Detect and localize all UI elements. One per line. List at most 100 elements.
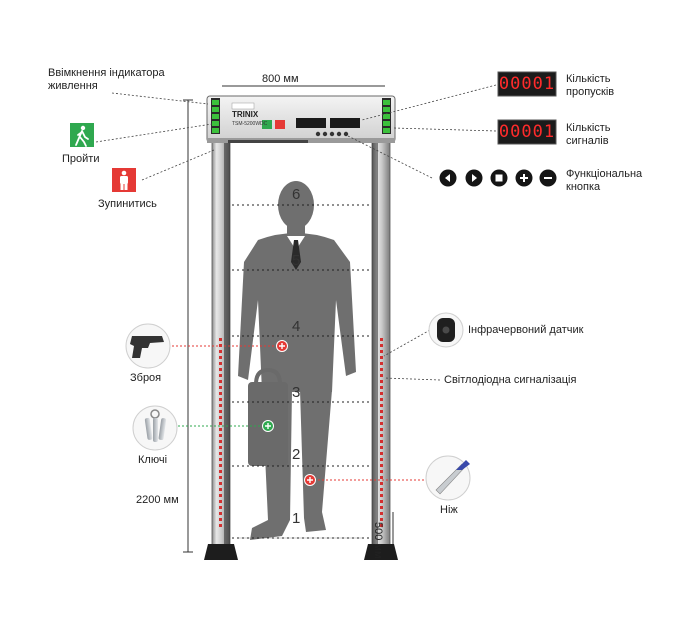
led-dot	[219, 416, 222, 419]
led-dot	[380, 476, 383, 479]
panel-brand: TRINIX	[232, 110, 259, 119]
pistol-icon	[125, 323, 171, 369]
led-dot	[380, 428, 383, 431]
led-dot	[219, 488, 222, 491]
led-dot	[219, 410, 222, 413]
shirt-and-tie	[287, 236, 305, 270]
weapon-label: Зброя	[130, 372, 162, 384]
zone-number-1: 1	[292, 510, 301, 527]
led-dot	[219, 524, 222, 527]
led-dot	[380, 512, 383, 515]
led-dot	[219, 464, 222, 467]
zone-number-6: 6	[292, 186, 301, 203]
keys-detection-marker	[178, 420, 274, 432]
power-indicator-leds-left	[211, 98, 220, 134]
signal-counter-value: 00001	[498, 122, 556, 142]
led-dot	[219, 338, 222, 341]
led-alarm-label: Світлодіодна сигналізація	[444, 374, 577, 386]
led-dot	[219, 422, 222, 425]
knife-detection-marker	[304, 474, 432, 486]
pause-icon	[465, 169, 483, 187]
led-dot	[380, 350, 383, 353]
led-dot	[380, 404, 383, 407]
led-dot	[219, 470, 222, 473]
led-dot	[380, 422, 383, 425]
led-dot	[219, 494, 222, 497]
height-dimension	[183, 99, 193, 553]
led-dot	[380, 356, 383, 359]
led-dot	[219, 434, 222, 437]
panel-model: TSM-5200WDC	[232, 121, 268, 127]
pass-count-label: Кількість пропусків	[566, 73, 615, 98]
led-dot	[219, 362, 222, 365]
led-dot	[380, 362, 383, 365]
pass-counter-display	[497, 71, 557, 97]
led-dot	[219, 428, 222, 431]
plus-icon	[515, 169, 533, 187]
led-dot	[219, 356, 222, 359]
detector-frame	[204, 95, 398, 560]
right-foot	[364, 544, 398, 560]
knife-label: Ніж	[440, 504, 458, 516]
led-dot	[380, 488, 383, 491]
led-alarm-strip-left	[219, 338, 222, 527]
led-dot	[219, 350, 222, 353]
led-dot	[380, 452, 383, 455]
zone-number-3: 3	[292, 384, 301, 401]
keys-icon	[132, 405, 178, 451]
signal-counter-display	[497, 119, 557, 145]
minus-icon	[539, 169, 557, 187]
led-dot	[380, 410, 383, 413]
led-dot	[380, 416, 383, 419]
led-dot	[219, 452, 222, 455]
led-dot	[219, 368, 222, 371]
led-dot	[380, 392, 383, 395]
led-dot	[219, 500, 222, 503]
standing-person-icon	[112, 168, 136, 192]
depth-label: 500 мм	[372, 522, 384, 559]
play-icon	[439, 169, 457, 187]
led-dot	[380, 440, 383, 443]
panel-details	[228, 102, 360, 143]
led-dot	[380, 500, 383, 503]
led-dot	[219, 392, 222, 395]
infrared-sensor-icon	[428, 312, 464, 348]
panel-counter-2	[330, 118, 360, 128]
led-dot	[380, 494, 383, 497]
zone-number-4: 4	[292, 318, 301, 335]
led-dot	[380, 338, 383, 341]
led-dot	[219, 506, 222, 509]
led-dot	[380, 398, 383, 401]
pass-label: Пройти	[62, 153, 100, 165]
infrared-sensor-label: Інфрачервоний датчик	[468, 324, 584, 336]
led-dot	[219, 440, 222, 443]
led-dot	[219, 380, 222, 383]
zone-number-5: 5	[292, 252, 301, 269]
led-dot	[380, 506, 383, 509]
function-button-label: Функціональна кнопка	[566, 168, 643, 193]
led-dot	[219, 518, 222, 521]
led-dot	[219, 374, 222, 377]
zone-number-2: 2	[292, 446, 301, 463]
person-silhouette	[238, 181, 356, 540]
led-dot	[219, 476, 222, 479]
led-dot	[380, 386, 383, 389]
led-dot	[380, 344, 383, 347]
function-buttons	[439, 169, 557, 187]
power-indicator-leds-right	[382, 98, 391, 134]
panel-pass-light	[262, 120, 272, 129]
led-dot	[380, 518, 383, 521]
width-label: 800 мм	[262, 73, 299, 85]
height-label: 2200 мм	[136, 494, 179, 506]
led-dot	[380, 524, 383, 527]
led-dot	[219, 398, 222, 401]
power-indicator-label: Ввімкнення індикатора живлення	[48, 67, 165, 92]
stop-icon	[490, 169, 508, 187]
weapon-detection-marker	[172, 340, 288, 352]
panel-stop-light	[275, 120, 285, 129]
panel-counter-1	[296, 118, 326, 128]
leader-lines	[95, 84, 497, 381]
led-dot	[380, 458, 383, 461]
